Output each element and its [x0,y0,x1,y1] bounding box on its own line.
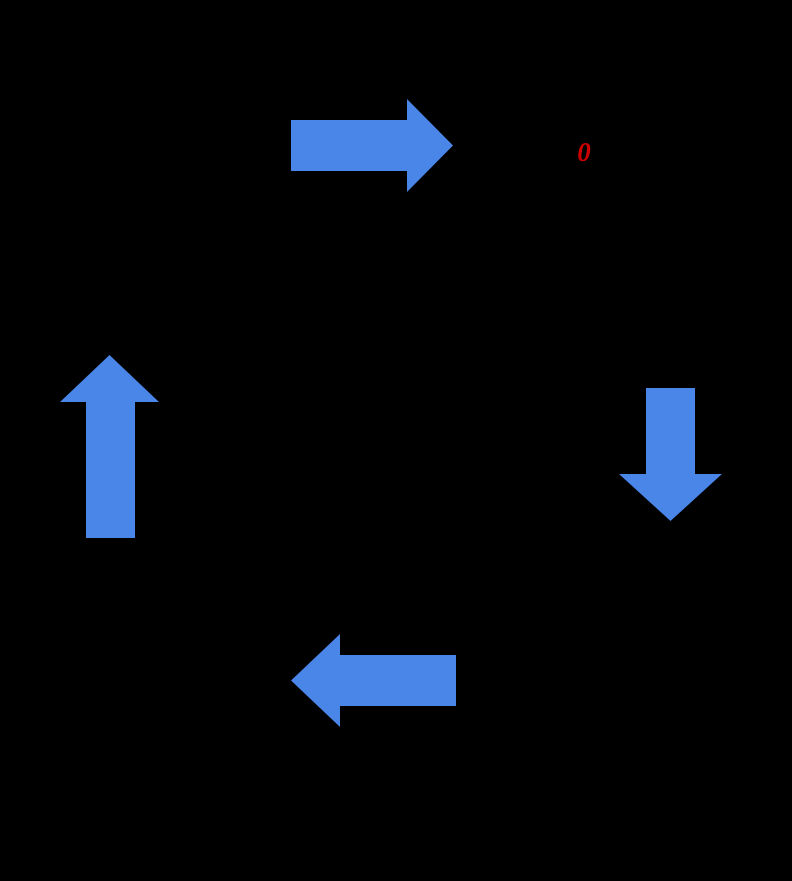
arrow-down-icon[interactable] [619,388,722,521]
arrow-down-polygon [619,388,722,521]
arrow-left-svg [291,634,456,727]
arrow-right-polygon [291,99,453,192]
arrow-up-svg [60,355,159,538]
arrow-left-polygon [291,634,456,727]
arrow-up-polygon [60,355,159,538]
arrow-right-icon[interactable] [291,99,453,192]
arrow-left-icon[interactable] [291,634,456,727]
digit-zero-marker: 0 [577,137,591,167]
arrow-right-svg [291,99,453,192]
arrow-down-svg [619,388,722,521]
arrow-up-icon[interactable] [60,355,159,538]
